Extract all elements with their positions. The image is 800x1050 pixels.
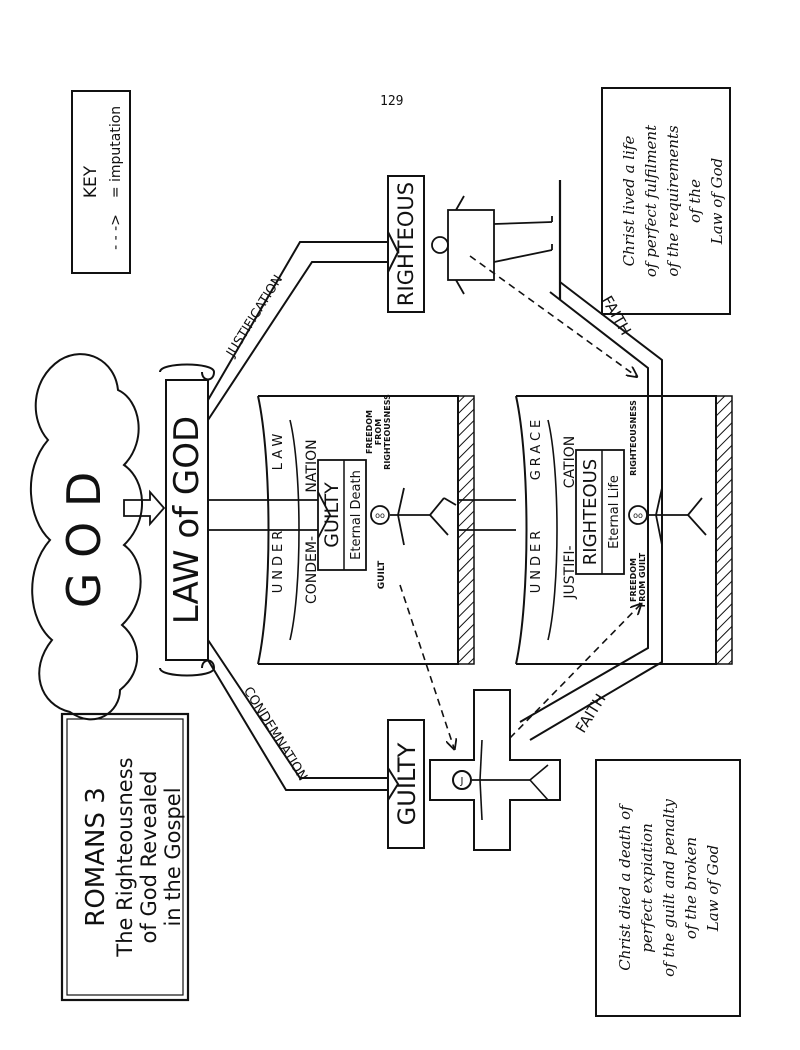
note-top-line-2: of perfect fulfilment (642, 124, 660, 277)
law-label: LAW of GOD (167, 416, 207, 624)
note-top: Christ lived a life of perfect fulfilmen… (601, 87, 731, 315)
under-grace-word-1: UNDER (529, 527, 544, 594)
under-grace-word-2: GRACE (529, 416, 544, 481)
page-number: 129 (380, 94, 403, 109)
righteousness-imputation-arrow (469, 255, 636, 376)
under-law-arc-left: CONDEM- (304, 536, 320, 604)
under-law-word-1: UNDER (271, 527, 286, 594)
under-grace-status: RIGHTEOUS (580, 459, 601, 565)
note-top-line-4: of the (686, 179, 704, 223)
imputation-arrows (399, 255, 640, 748)
law-scroll: LAW of GOD (159, 363, 216, 677)
faith-bottom-label: FAITH (572, 691, 610, 736)
romans-title: ROMANS 3 (81, 787, 111, 927)
note-top-line-1: Christ lived a life (620, 136, 638, 267)
freedom-imputation-arrow (509, 605, 640, 739)
under-grace-righteousness: RIGHTEOUSNESS (629, 400, 638, 476)
condemnation-label: CONDEMNATION (240, 684, 310, 783)
panel-connector (208, 491, 516, 539)
under-law-freedom-2: FROM (374, 419, 383, 445)
key-symbol: - - -> (108, 214, 124, 250)
righteous-label: RIGHTEOUS (394, 182, 418, 306)
key-meaning: = imputation (108, 106, 124, 198)
note-bottom-line-2: perfect expiation (638, 823, 656, 952)
graced-figure: oo (628, 487, 707, 546)
righteous-box: RIGHTEOUS (387, 175, 425, 313)
under-grace-arc-left: JUSTIFI- (562, 545, 578, 599)
key-title: KEY (81, 165, 101, 198)
christ-cross-face: J (460, 776, 464, 787)
under-law-arc-right: NATION (304, 439, 320, 492)
romans-box: ROMANS 3 The Righteousness of God Reveal… (60, 712, 190, 1002)
under-law-status: GUILTY (321, 482, 343, 548)
graced-face: oo (633, 511, 643, 520)
under-law-guilt: GUILT (377, 560, 387, 589)
note-top-line-3: of the requirements (664, 125, 682, 277)
romans-line-2: of God Revealed (137, 771, 161, 944)
key-box: KEY - - -> = imputation (71, 90, 131, 274)
under-law-freedom-3: RIGHTEOUSNESS (383, 394, 392, 470)
note-bottom-line-1: Christ died a death of (616, 803, 634, 971)
cross: J (429, 689, 561, 851)
under-grace-destiny: Eternal Life (607, 475, 622, 549)
god-cloud: G O D (29, 353, 143, 721)
note-bottom-line-5: Law of God (704, 845, 722, 932)
god-label: G O D (57, 472, 111, 609)
justification-band: JUSTIFICATION (207, 231, 400, 421)
romans-line-3: in the Gospel (161, 787, 185, 926)
guilty-label: GUILTY (393, 742, 421, 825)
christ-top-figure (431, 180, 562, 300)
under-law-freedom-1: FREEDOM (365, 410, 374, 454)
note-bottom-line-4: of the broken (682, 837, 700, 939)
note-bottom-line-3: of the guilt and penalty (660, 799, 678, 977)
lawless-figure: oo (370, 487, 457, 546)
under-law-word-2: LAW (271, 430, 286, 471)
note-bottom: Christ died a death of perfect expiation… (595, 759, 741, 1017)
lawless-face: oo (375, 511, 385, 520)
under-law-destiny: Eternal Death (349, 470, 364, 560)
note-top-line-5: Law of God (708, 158, 726, 245)
under-grace-freedom-1: FREEDOM (629, 558, 638, 602)
under-grace-freedom-2: FROM GUILT (638, 552, 647, 607)
romans-line-1: The Righteousness (113, 757, 137, 957)
god-to-law-arrow (123, 489, 166, 527)
under-grace-arc-right: CATION (562, 436, 578, 488)
under-grace-panel: UNDER GRACE JUSTIFI- CATION RIGHTEOUS Et… (515, 395, 733, 665)
guilty-box: GUILTY (387, 719, 425, 849)
faith-paths (519, 281, 663, 741)
guilt-imputation-arrow (399, 584, 454, 748)
